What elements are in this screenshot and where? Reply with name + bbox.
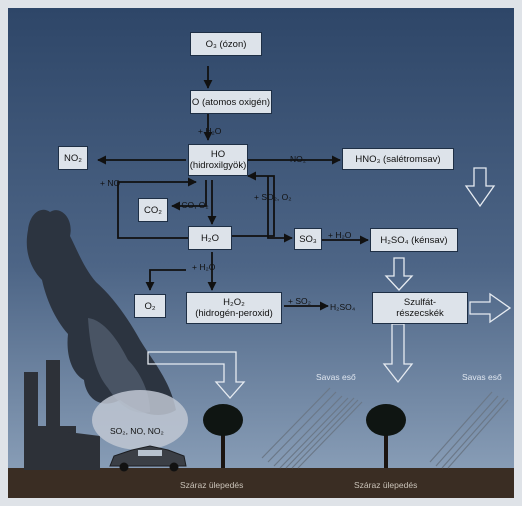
o2-box: O₂ [134, 294, 166, 318]
exhaust-cloud [92, 390, 188, 450]
label-no2-mid: NO₂ [290, 154, 307, 164]
label-h2so4-small: H₂SO₄ [330, 302, 356, 312]
h2so4-down-arrow [384, 257, 414, 291]
rain-left [261, 387, 363, 469]
sulfate-box: Szulfát- részecskék [372, 292, 468, 324]
label-dry-deposition-left: Száraz ülepedés [180, 480, 244, 490]
tree-right-icon [366, 404, 406, 468]
smoke-plume [26, 209, 176, 415]
label-dry-deposition-right: Száraz ülepedés [354, 480, 418, 490]
label-plus-no: + NO [100, 178, 121, 188]
arrow-co2 [171, 180, 207, 211]
h2o2-name: (hidrogén-peroxid) [195, 308, 273, 319]
label-plus-h2o-so3: + H₂O [328, 230, 352, 240]
arrow-h2o-loop-back [232, 171, 275, 237]
hydroxyl-name: (hidroxilgyök) [189, 160, 247, 171]
hno3-down-arrow [464, 167, 496, 208]
label-plus-h2o-top: + H₂O [198, 126, 222, 136]
hydroxyl-box: HO (hidroxilgyök) [188, 144, 248, 176]
rain-right [429, 391, 509, 469]
sulfate-line1: Szulfát- [403, 297, 437, 308]
factory [24, 360, 100, 470]
no2-box: NO₂ [58, 146, 88, 170]
label-plus-so2-o2: + SO₂, O₂ [254, 192, 292, 202]
hno3-box: HNO₃ (salétromsav) [342, 148, 454, 170]
ground [8, 468, 514, 498]
label-emissions: SO₂, NO, NO₂ [110, 426, 164, 436]
outline-arrows [147, 167, 512, 399]
arrow-so2-to-so3 [267, 176, 293, 243]
label-acid-rain-left: Savas eső [316, 372, 356, 382]
dry-deposition-arrow [147, 351, 246, 399]
reaction-arrows [97, 66, 369, 311]
h2so4-box: H₂SO₄ (kénsav) [370, 228, 458, 252]
sulfate-down-arrow [382, 323, 414, 384]
h2o2-formula: H₂O₂ [223, 297, 245, 308]
atomic-oxygen-box: O (atomos oxigén) [190, 90, 272, 114]
label-acid-rain-right: Savas eső [462, 372, 502, 382]
hydroxyl-formula: HO [210, 149, 226, 160]
so3-box: SO₃ [294, 228, 322, 250]
arrow-h2o-loop-to-ho [117, 177, 197, 239]
sulfate-right-arrow [469, 292, 512, 324]
label-plus-co-o2: + CO, O₂ [174, 200, 209, 210]
co2-box: CO₂ [138, 198, 168, 222]
car-icon [109, 445, 187, 472]
sulfate-line2: részecskék [396, 308, 444, 319]
label-plus-h2o-bottom: + H₂O [192, 262, 216, 272]
ozone-box: O₃ (ózon) [190, 32, 262, 56]
label-plus-so2: + SO₂ [288, 296, 311, 306]
h2o-box: H₂O [188, 226, 232, 250]
h2o2-box: H₂O₂ (hidrogén-peroxid) [186, 292, 282, 324]
tree-left-icon [203, 404, 243, 468]
arrow-h2o-to-o2 [145, 269, 186, 291]
